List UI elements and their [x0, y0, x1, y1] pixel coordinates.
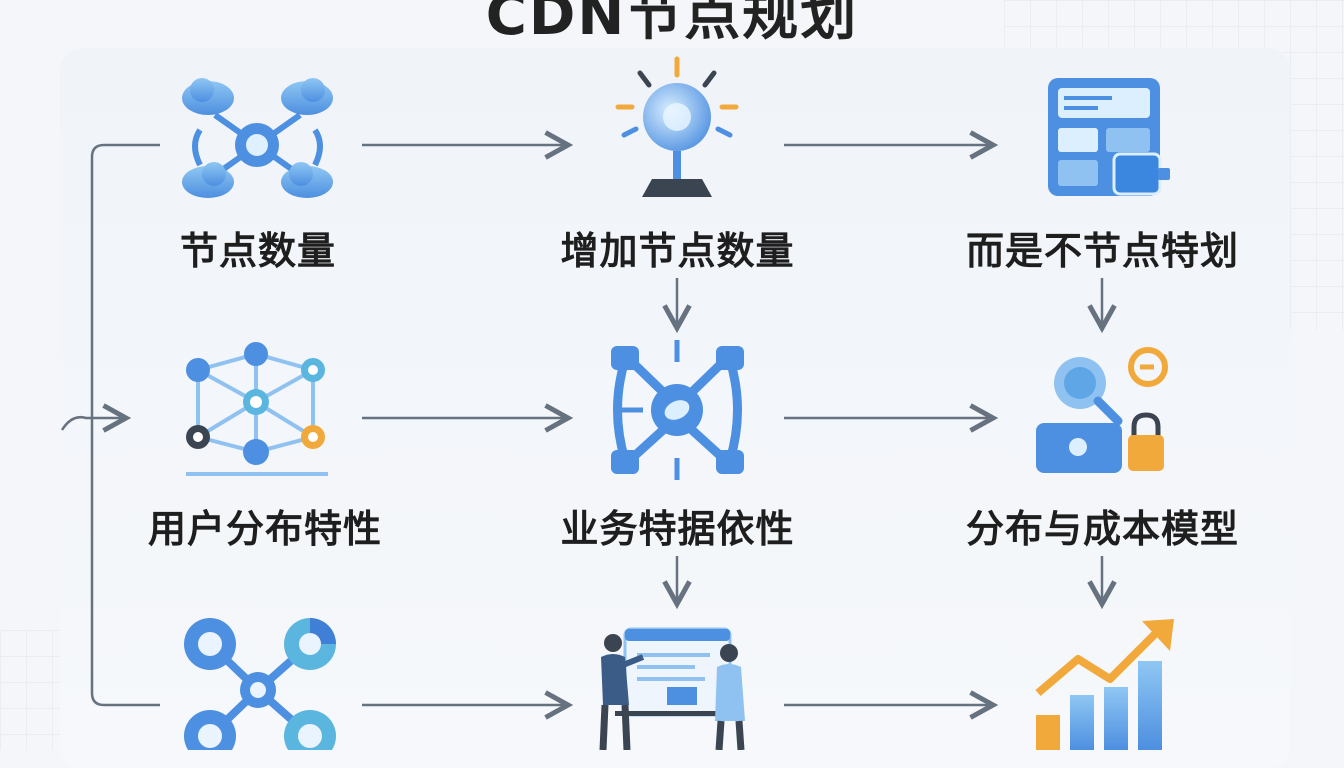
- flow-arrows: [60, 0, 1344, 750]
- feedback-arrow: [60, 417, 126, 430]
- presentation-icon: [599, 627, 745, 750]
- document-icon: [1048, 78, 1170, 196]
- node-count-label: 节点数量: [179, 229, 336, 273]
- network-nodes-icon: [184, 618, 336, 750]
- node-graph-icon: [186, 342, 328, 476]
- diagram-title: CDN节点规划: [485, 0, 859, 48]
- hub-icon: [611, 340, 744, 480]
- increase-nodes-label: 增加节点数量: [560, 229, 795, 273]
- beacon-icon: [615, 56, 739, 197]
- cloud-network-icon: [182, 78, 333, 198]
- growth-chart-icon: [1035, 619, 1174, 750]
- search-lock-icon: [1036, 347, 1168, 473]
- left-bracket-line: [90, 143, 160, 707]
- cost-model-label: 分布与成本模型: [965, 507, 1239, 551]
- business-dependency-label: 业务特据依性: [560, 507, 795, 551]
- special-planning-label: 而是不节点特划: [965, 229, 1239, 273]
- user-distribution-label: 用户分布特性: [147, 507, 382, 551]
